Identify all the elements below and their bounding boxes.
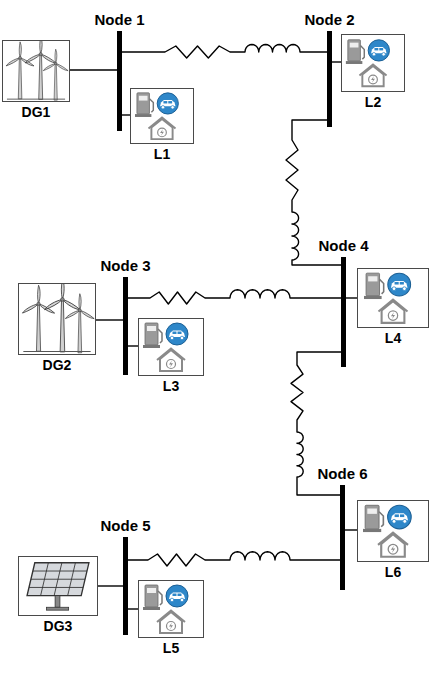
- feeder-wire: [128, 345, 138, 346]
- load-box: L1: [130, 88, 194, 144]
- feeder-wire: [345, 529, 357, 530]
- unit-label: L2: [365, 94, 381, 110]
- bus-bar: Node 2: [327, 31, 332, 127]
- bus-bar: Node 6: [340, 485, 345, 590]
- bus-bar: Node 4: [341, 257, 346, 367]
- power-line: [122, 44, 327, 58]
- unit-label: L5: [163, 640, 179, 656]
- power-line: [128, 552, 340, 566]
- node-label: Node 2: [304, 11, 354, 28]
- feeder-wire: [346, 297, 357, 298]
- power-line: [128, 290, 341, 304]
- generator-box: DG2: [18, 283, 96, 355]
- unit-label: DG1: [22, 104, 51, 120]
- load-box: L5: [138, 580, 204, 638]
- feeder-wire: [96, 319, 123, 320]
- node-label: Node 5: [100, 517, 150, 534]
- unit-label: DG3: [44, 618, 73, 634]
- load-icon: [346, 40, 390, 87]
- wind-turbine-icon: [22, 279, 95, 353]
- load-icon: [363, 505, 411, 556]
- load-box: L3: [138, 318, 204, 376]
- load-box: L2: [341, 34, 405, 92]
- node-label: Node 3: [100, 257, 150, 274]
- load-box: L6: [357, 500, 429, 562]
- load-box: L4: [357, 268, 429, 328]
- solar-panel-icon: [27, 563, 89, 610]
- load-icon: [143, 585, 188, 633]
- load-icon: [143, 323, 188, 371]
- unit-label: DG2: [43, 357, 72, 373]
- bus-bar: Node 5: [123, 537, 128, 635]
- feeder-wire: [98, 585, 123, 586]
- feeder-wire: [128, 608, 138, 609]
- feeder-wire: [332, 61, 341, 62]
- unit-label: L4: [385, 330, 401, 346]
- node-label: Node 6: [317, 465, 367, 482]
- bus-bar: Node 3: [123, 277, 128, 375]
- unit-label: L3: [163, 378, 179, 394]
- node-label: Node 4: [318, 237, 368, 254]
- generator-box: DG1: [2, 40, 70, 102]
- load-icon: [364, 273, 411, 323]
- bus-bar: Node 1: [117, 31, 122, 131]
- unit-label: L1: [154, 146, 170, 162]
- feeder-wire: [70, 69, 117, 70]
- generator-box: DG3: [18, 556, 98, 616]
- wind-turbine-icon: [6, 36, 69, 100]
- feeder-wire: [122, 114, 130, 115]
- load-icon: [135, 93, 178, 139]
- unit-label: L6: [385, 564, 401, 580]
- node-label: Node 1: [94, 11, 144, 28]
